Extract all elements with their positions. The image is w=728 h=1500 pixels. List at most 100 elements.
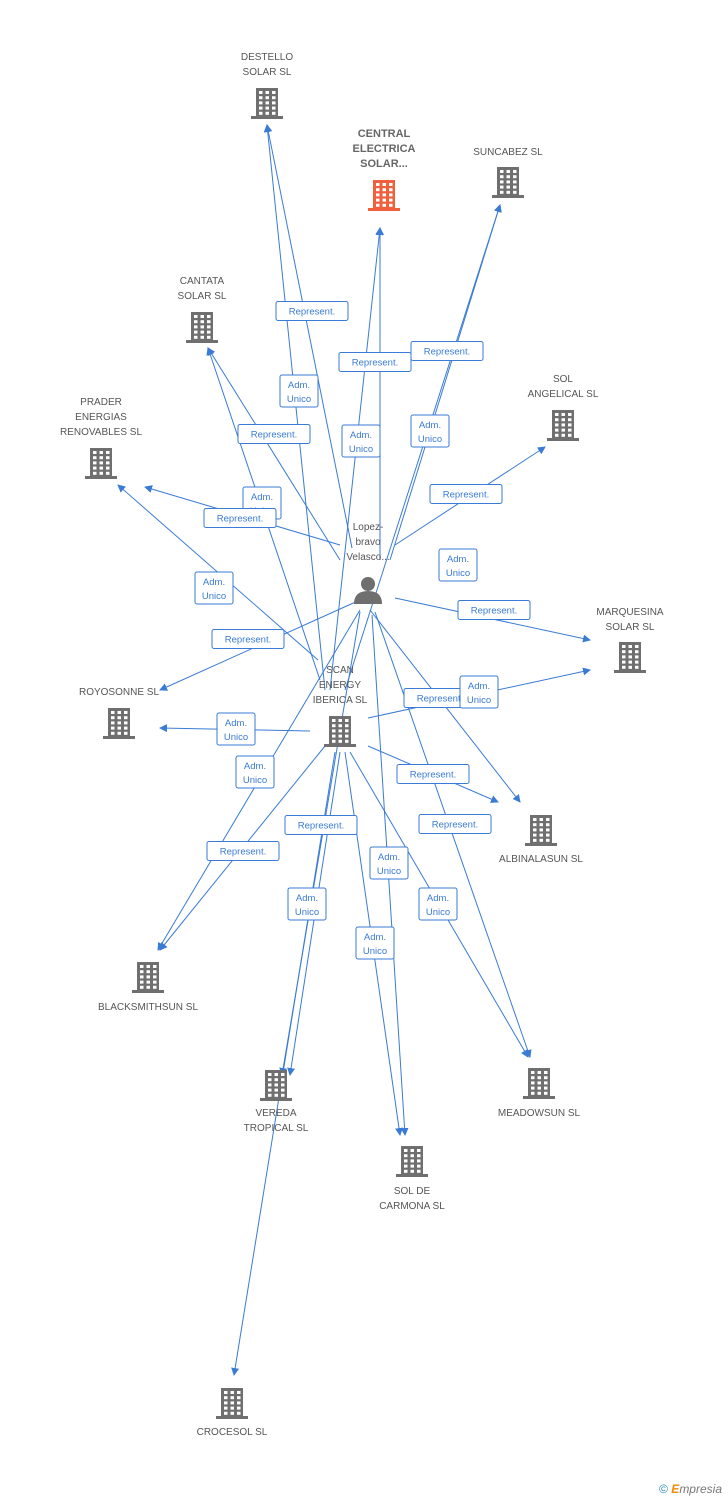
relation-label[interactable]: Adm. Unico [194,571,234,605]
relation-label-text: Represent. [298,821,344,832]
relation-label[interactable]: Adm.Unico [355,926,395,960]
relation-label-text: Unico [287,394,311,405]
relation-label[interactable]: Represent. [418,814,492,834]
node-label: PRADER [80,397,122,408]
node-label: ROYOSONNE SL [79,687,159,698]
edge-line [389,204,502,561]
node-label: ENERGIAS [75,412,127,423]
node-meadowsun[interactable]: MEADOWSUN SL [498,1068,581,1119]
relation-label-text: Represent. [471,606,517,617]
node-label: SCAN [326,665,354,676]
brand-logo: Empresia [671,1482,722,1496]
relation-label[interactable]: Represent. [457,600,531,620]
relation-label[interactable]: Represent. [237,424,311,444]
relation-label-text: Represent. [225,635,271,646]
relation-label-text: Represent. [352,358,398,369]
relation-label-text: Adm. [203,577,225,588]
relation-label[interactable]: Represent. [429,484,503,504]
node-crocesol[interactable]: CROCESOL SL [197,1388,268,1438]
building-icon [103,708,135,739]
node-label: ALBINALASUN SL [499,854,583,865]
relation-label-text: Unico [446,568,470,579]
node-label: Velasco... [346,552,389,563]
footer-brand[interactable]: © Empresia [659,1482,722,1496]
node-vereda[interactable]: VEREDA TROPICAL SL [244,1070,309,1134]
building-icon [251,88,283,119]
relation-label[interactable]: Represent. [284,815,358,835]
edge-line [374,611,532,1058]
relation-label-text: Adm. [296,893,318,904]
building-icon [368,180,400,211]
relation-label-text: Adm. [225,718,247,729]
node-royosonne[interactable]: ROYOSONNE SL [79,687,159,739]
node-label: TROPICAL SL [244,1123,309,1134]
building-icon [492,167,524,198]
relation-label[interactable]: Represent. [396,764,470,784]
relation-label-text: Unico [243,775,267,786]
relation-label-text: Unico [418,434,442,445]
node-sol-angelical[interactable]: SOL ANGELICAL SL [528,374,599,441]
person-icon [354,577,382,604]
node-central[interactable]: CENTRALELECTRICASOLAR... [353,128,416,211]
building-icon [186,312,218,343]
node-label: SOLAR SL [606,622,655,633]
relation-label-text: Represent. [417,694,463,705]
node-label: Lopez- [353,522,384,533]
edge-line [264,124,353,549]
node-label: ANGELICAL SL [528,389,599,400]
relation-label[interactable]: Adm.Unico [410,414,450,448]
node-suncabez[interactable]: SUNCABEZ SL [473,147,543,198]
relation-label[interactable]: Adm.Unico [459,675,499,709]
relation-label-text: Represent. [217,514,263,525]
relation-label[interactable]: Adm.Unico [279,374,319,408]
node-label: CANTATA [180,276,225,287]
edge-line [329,227,384,691]
relation-label[interactable]: Adm.Unico [287,887,327,921]
node-marquesina[interactable]: MARQUESINA SOLAR SL [596,607,664,673]
node-label: IBERICA SL [313,695,368,706]
node-person[interactable]: Lopez-bravoVelasco... [346,522,390,604]
node-label: MEADOWSUN SL [498,1108,581,1119]
building-icon [216,1388,248,1419]
relation-label-text: Adm. [378,852,400,863]
node-label: SOL DE [394,1186,431,1197]
relation-label[interactable]: Represent. [275,301,349,321]
relation-label[interactable]: Adm.Unico [235,755,275,789]
copyright-symbol: © [659,1482,668,1496]
relation-label-text: Unico [467,695,491,706]
node-label: CENTRAL [358,128,411,140]
relation-label-text: Represent. [424,347,470,358]
building-icon [324,716,356,747]
building-icon [132,962,164,993]
node-albinalasun[interactable]: ALBINALASUN SL [499,815,583,865]
relation-label[interactable]: Represent. [211,629,285,649]
node-label: VEREDA [255,1108,296,1119]
relation-label[interactable]: Adm.Unico [369,846,409,880]
node-label: bravo [355,537,380,548]
node-label: SOL [553,374,573,385]
node-label: DESTELLO [241,52,293,63]
relation-label[interactable]: Represent. [410,341,484,361]
relation-label[interactable]: Represent. [203,508,277,528]
relation-label[interactable]: Adm.Unico [216,712,256,746]
relation-label[interactable]: Adm.Unico [438,548,478,582]
relation-label-text: Adm. [364,932,386,943]
relation-label[interactable]: Represent. [206,841,280,861]
relation-label-text: Adm. [350,430,372,441]
relation-label-text: Represent. [410,770,456,781]
node-label: MARQUESINA [596,607,664,618]
relation-label[interactable]: Adm.Unico [418,887,458,921]
node-blacksmithsun[interactable]: BLACKSMITHSUN SL [98,962,198,1013]
relation-label[interactable]: Represent. [338,352,412,372]
relation-label-text: Represent. [432,820,478,831]
relation-label-text: Unico [202,591,226,602]
building-icon [85,448,117,479]
relation-label-text: Unico [426,907,450,918]
relation-label[interactable]: Adm.Unico [341,424,381,458]
